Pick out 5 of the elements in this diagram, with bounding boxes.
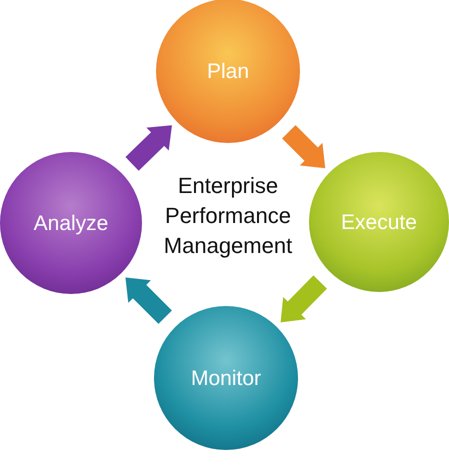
- stage-label: Execute: [340, 210, 418, 234]
- stage-label: Monitor: [190, 366, 262, 390]
- stage-label: Analyze: [32, 210, 110, 236]
- stage-label: Plan: [206, 58, 250, 84]
- center-title: Enterprise Performance Management: [162, 172, 294, 260]
